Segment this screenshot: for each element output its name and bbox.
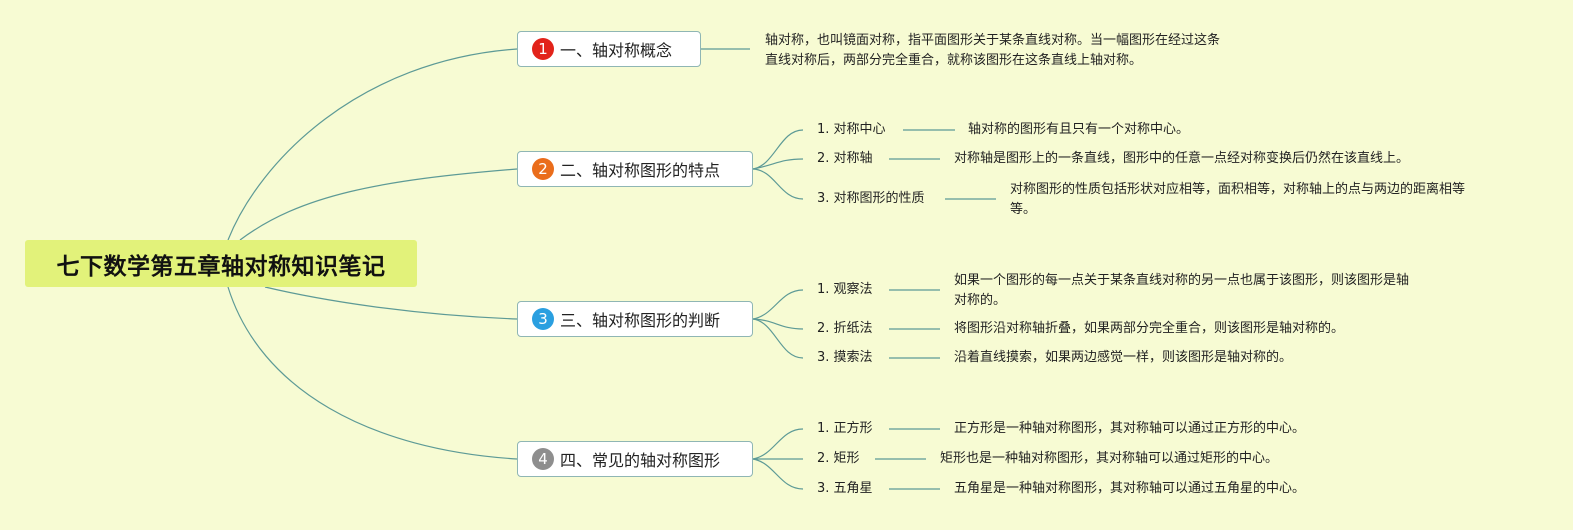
leaf-b3-2: 将图形沿对称轴折叠，如果两部分完全重合，则该图形是轴对称的。 [954, 319, 1454, 339]
leaf-line: 等。 [1010, 202, 1037, 217]
leaf-b4-1: 正方形是一种轴对称图形，其对称轴可以通过正方形的中心。 [954, 419, 1454, 439]
leaf-line: 矩形也是一种轴对称图形，其对称轴可以通过矩形的中心。 [940, 451, 1279, 466]
root-topic[interactable]: 七下数学第五章轴对称知识笔记 [25, 240, 417, 287]
subtopic-b2-2[interactable]: 2. 对称轴 [817, 151, 873, 166]
leaf-line: 对称图形的性质包括形状对应相等，面积相等，对称轴上的点与两边的距离相等 [1010, 182, 1466, 197]
connector-root-branch-2 [239, 168, 518, 241]
subtopic-b4-3[interactable]: 3. 五角星 [817, 481, 873, 496]
number-badge-3: 3 [532, 308, 554, 330]
number-badge-1: 1 [532, 38, 554, 60]
branch-title-3: 三、轴对称图形的判断 [560, 311, 721, 330]
leaf-b3-3: 沿着直线摸索，如果两边感觉一样，则该图形是轴对称的。 [954, 348, 1454, 368]
connector-branch-2-item-3 [752, 168, 804, 200]
connector-branch-4-item-1 [752, 428, 804, 460]
branch-title-4: 四、常见的轴对称图形 [560, 451, 721, 470]
root-title: 七下数学第五章轴对称知识笔记 [56, 253, 386, 280]
connector-branch-3-item-3 [752, 318, 804, 359]
description-line: 直线对称后，两部分完全重合，就称该图形在这条直线上轴对称。 [765, 53, 1143, 68]
branch-topic-1[interactable]: 1 一、轴对称概念 [517, 31, 701, 67]
leaf-line: 将图形沿对称轴折叠，如果两部分完全重合，则该图形是轴对称的。 [954, 321, 1345, 336]
branch-title-1: 一、轴对称概念 [560, 41, 673, 60]
leaf-b2-1: 轴对称的图形有且只有一个对称中心。 [968, 120, 1468, 140]
leaf-b2-2: 对称轴是图形上的一条直线，图形中的任意一点经对称变换后仍然在该直线上。 [954, 149, 1474, 169]
subtopic-b4-2[interactable]: 2. 矩形 [817, 451, 860, 466]
leaf-line: 沿着直线摸索，如果两边感觉一样，则该图形是轴对称的。 [954, 350, 1293, 365]
leaf-line: 轴对称的图形有且只有一个对称中心。 [968, 122, 1190, 137]
leaf-line: 对称的。 [954, 293, 1007, 308]
connector-root-branch-1 [227, 48, 518, 241]
leaf-b2-3: 对称图形的性质包括形状对应相等，面积相等，对称轴上的点与两边的距离相等 等。 [1010, 180, 1510, 220]
leaf-b4-2: 矩形也是一种轴对称图形，其对称轴可以通过矩形的中心。 [940, 449, 1440, 469]
leaf-line: 正方形是一种轴对称图形，其对称轴可以通过正方形的中心。 [954, 421, 1306, 436]
subtopic-b2-1[interactable]: 1. 对称中心 [817, 122, 886, 137]
subtopic-b3-1[interactable]: 1. 观察法 [817, 282, 873, 297]
branch-title-2: 二、轴对称图形的特点 [560, 161, 721, 180]
connector-branch-4-item-3 [752, 458, 804, 490]
leaf-line: 五角星是一种轴对称图形，其对称轴可以通过五角星的中心。 [954, 481, 1306, 496]
leaf-b3-1: 如果一个图形的每一点关于某条直线对称的另一点也属于该图形，则该图形是轴 对称的。 [954, 271, 1454, 311]
subtopic-b2-3[interactable]: 3. 对称图形的性质 [817, 191, 925, 206]
leaf-line: 如果一个图形的每一点关于某条直线对称的另一点也属于该图形，则该图形是轴 [954, 273, 1410, 288]
subtopic-b3-3[interactable]: 3. 摸索法 [817, 350, 873, 365]
leaf-b4-3: 五角星是一种轴对称图形，其对称轴可以通过五角星的中心。 [954, 479, 1454, 499]
branch-1-description: 轴对称，也叫镜面对称，指平面图形关于某条直线对称。当一幅图形在经过这条 直线对称… [765, 31, 1285, 71]
connector-branch-2-item-2 [752, 158, 804, 170]
branch-topic-2[interactable]: 2 二、轴对称图形的特点 [517, 151, 753, 187]
connector-root-branch-3 [264, 286, 518, 320]
number-badge-4: 4 [532, 448, 554, 470]
number-badge-2: 2 [532, 158, 554, 180]
branch-topic-4[interactable]: 4 四、常见的轴对称图形 [517, 441, 753, 477]
connector-branch-2-item-1 [752, 129, 804, 170]
connector-root-branch-4 [227, 286, 518, 460]
branch-topic-3[interactable]: 3 三、轴对称图形的判断 [517, 301, 753, 337]
connector-branch-3-item-1 [752, 289, 804, 320]
subtopic-b4-1[interactable]: 1. 正方形 [817, 421, 873, 436]
connector-branch-3-item-2 [752, 318, 804, 330]
leaf-line: 对称轴是图形上的一条直线，图形中的任意一点经对称变换后仍然在该直线上。 [954, 151, 1410, 166]
subtopic-b3-2[interactable]: 2. 折纸法 [817, 321, 873, 336]
description-line: 轴对称，也叫镜面对称，指平面图形关于某条直线对称。当一幅图形在经过这条 [765, 33, 1221, 48]
